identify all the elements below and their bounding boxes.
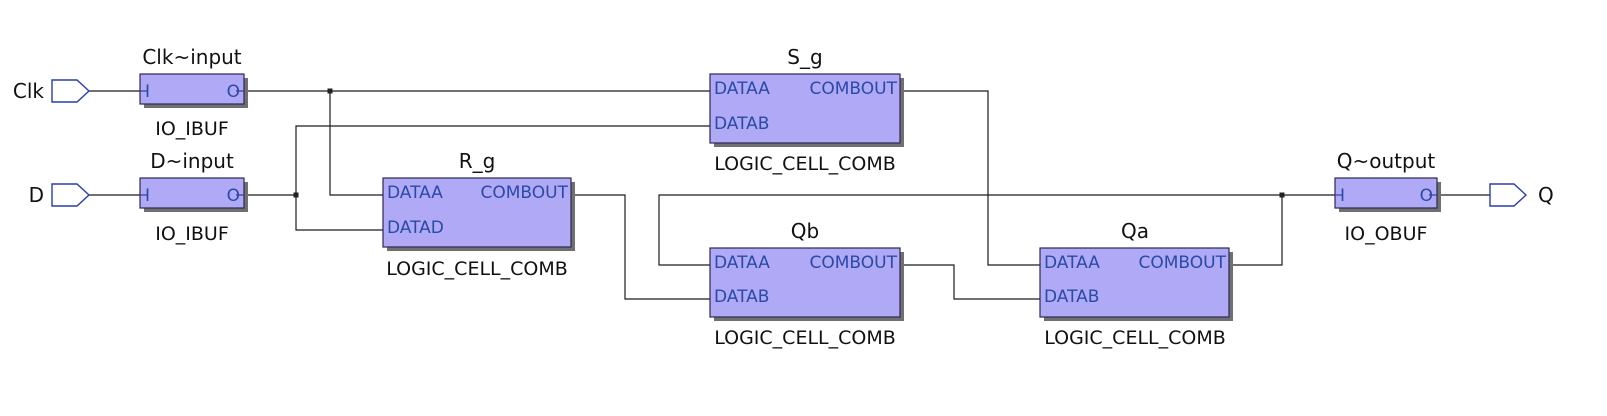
port-in-label: I xyxy=(145,82,150,102)
cell-type: IO_IBUF xyxy=(155,118,229,140)
input-pin-d[interactable]: D xyxy=(29,183,91,207)
cell-qb[interactable]: Qb DATAA DATAB COMBOUT LOGIC_CELL_COMB xyxy=(709,219,904,349)
wire-clk-to-rg-dataa xyxy=(329,91,383,196)
cell-type: LOGIC_CELL_COMB xyxy=(714,153,896,175)
wire-sg-to-qa-dataa xyxy=(900,90,1040,266)
cell-body xyxy=(139,73,245,105)
wire-qb-to-qa-datab xyxy=(900,264,1040,300)
port-out-label: O xyxy=(227,82,240,102)
output-pin-label: Q xyxy=(1538,183,1554,207)
cell-clk-input[interactable]: Clk~input I O IO_IBUF xyxy=(139,45,248,140)
port-in-label: DATAA xyxy=(714,79,770,99)
input-pin-clk[interactable]: Clk xyxy=(13,79,91,103)
cell-title: Qb xyxy=(791,219,819,243)
cell-title: Qa xyxy=(1121,219,1149,243)
cell-title: R_g xyxy=(459,149,496,173)
port-out-label: COMBOUT xyxy=(1139,253,1227,273)
input-pin-label: Clk xyxy=(13,79,45,103)
port-in-label: DATAB xyxy=(714,287,769,307)
cell-title: D~input xyxy=(150,149,234,173)
wire-d-to-sg-datab xyxy=(295,125,710,195)
input-pin-label: D xyxy=(29,183,44,207)
port-in-label: DATAB xyxy=(1044,287,1099,307)
output-pin-q[interactable]: Q xyxy=(1489,183,1554,207)
port-in-label: DATAA xyxy=(1044,253,1100,273)
junction-dot xyxy=(327,88,333,94)
cell-type: LOGIC_CELL_COMB xyxy=(1044,327,1226,349)
port-out-label: COMBOUT xyxy=(481,183,569,203)
port-in-label: I xyxy=(1340,186,1345,206)
wires xyxy=(89,90,1490,300)
cell-d-input[interactable]: D~input I O IO_IBUF xyxy=(139,149,248,245)
port-in-label: DATAD xyxy=(387,218,444,238)
junction-dot xyxy=(1279,192,1285,198)
cell-q-output[interactable]: Q~output I O IO_OBUF xyxy=(1334,149,1441,245)
cell-type: IO_IBUF xyxy=(155,223,229,245)
cell-title: S_g xyxy=(787,45,822,69)
cell-qa[interactable]: Qa DATAA DATAB COMBOUT LOGIC_CELL_COMB xyxy=(1039,219,1233,349)
cell-type: IO_OBUF xyxy=(1345,223,1428,245)
port-out-label: O xyxy=(227,186,240,206)
output-pin-icon xyxy=(1489,183,1528,207)
input-pin-icon xyxy=(51,183,91,207)
wire-feedback-to-qb-dataa xyxy=(658,194,1282,266)
wire-rg-to-qb-datab xyxy=(571,194,710,300)
junctions xyxy=(293,88,1285,198)
cell-title: Clk~input xyxy=(142,45,241,69)
port-in-label: I xyxy=(145,186,150,206)
cell-s-g[interactable]: S_g DATAA DATAB COMBOUT LOGIC_CELL_COMB xyxy=(709,45,904,175)
cell-r-g[interactable]: R_g DATAA DATAD COMBOUT LOGIC_CELL_COMB xyxy=(382,149,575,280)
input-pin-icon xyxy=(51,79,91,103)
port-out-label: COMBOUT xyxy=(810,253,898,273)
cell-title: Q~output xyxy=(1337,149,1436,173)
wire-qa-out xyxy=(1229,195,1283,266)
port-in-label: DATAB xyxy=(714,114,769,134)
junction-dot xyxy=(293,192,299,198)
cell-body xyxy=(139,177,245,209)
port-out-label: COMBOUT xyxy=(810,79,898,99)
cell-body xyxy=(382,177,572,248)
cell-body xyxy=(1334,177,1438,209)
cell-body xyxy=(1039,247,1230,318)
port-in-label: DATAA xyxy=(387,183,443,203)
cell-body xyxy=(709,73,901,144)
cell-body xyxy=(709,247,901,318)
wire-d-to-rg-datad xyxy=(295,195,383,231)
port-out-label: O xyxy=(1420,186,1433,206)
cell-type: LOGIC_CELL_COMB xyxy=(386,258,568,280)
cell-type: LOGIC_CELL_COMB xyxy=(714,327,896,349)
port-in-label: DATAA xyxy=(714,253,770,273)
